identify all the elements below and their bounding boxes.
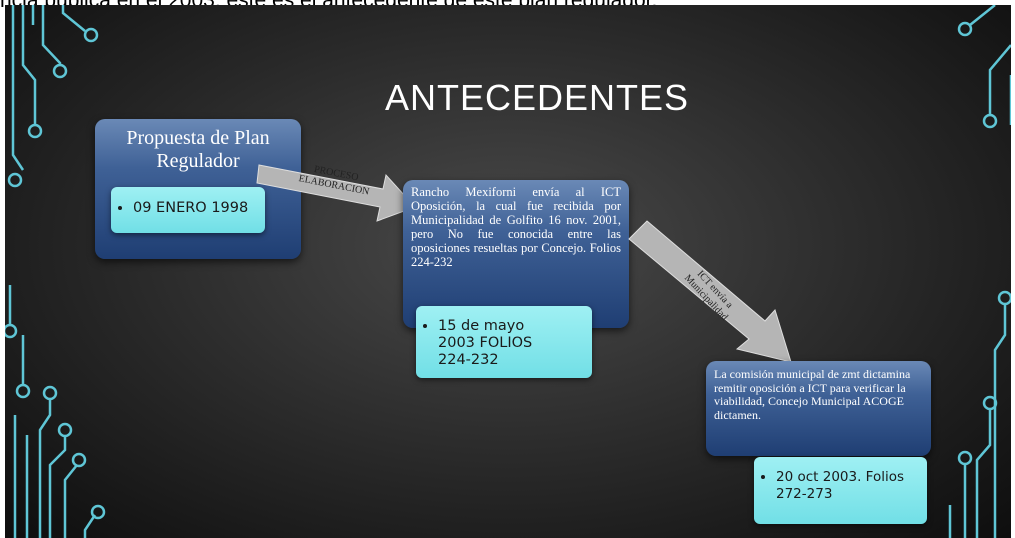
slide: ANTECEDENTES Propuesta de Plan Regulador… (5, 5, 1011, 538)
card-propuesta-title: Propuesta de Plan Regulador (126, 127, 270, 172)
bullet-date-2: 15 de mayo 2003 FOLIOS 224-232 (438, 318, 548, 369)
arrow-proceso (256, 164, 416, 222)
bullet-date-3: 20 oct 2003. Folios 272-273 (776, 469, 906, 503)
card-comision: La comisión municipal de zmt dictamina r… (706, 361, 931, 456)
card-rancho: Rancho Mexiforni envía al ICT Oposición,… (403, 180, 629, 328)
bullet-box-1: 09 ENERO 1998 (111, 187, 265, 233)
card-comision-text: La comisión municipal de zmt dictamina r… (714, 367, 911, 422)
arrow-ict (628, 220, 792, 363)
bullet-box-2: 15 de mayo 2003 FOLIOS 224-232 (416, 306, 592, 378)
bullet-box-3: 20 oct 2003. Folios 272-273 (754, 457, 927, 524)
circuit-decoration (5, 5, 1011, 538)
slide-title: ANTECEDENTES (385, 77, 690, 118)
card-rancho-text: Rancho Mexiforni envía al ICT Oposición,… (411, 185, 621, 269)
bullet-date-1: 09 ENERO 1998 (133, 200, 265, 216)
